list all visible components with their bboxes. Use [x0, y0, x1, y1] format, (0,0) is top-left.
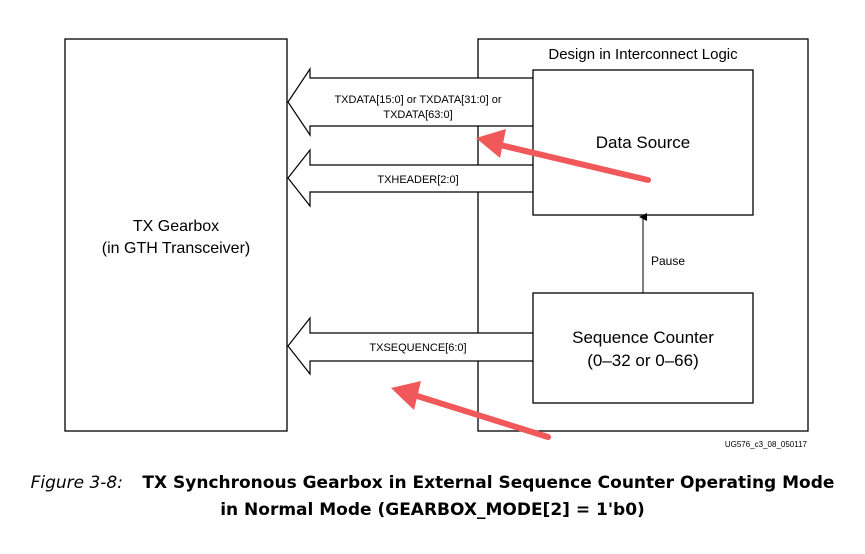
tx-gearbox-title: TX Gearbox — [133, 218, 219, 235]
txdata-label-line2: TXDATA[63:0] — [383, 109, 452, 121]
data-source-label: Data Source — [596, 133, 691, 152]
pause-label: Pause — [651, 254, 685, 268]
txsequence-bus-arrow — [287, 316, 533, 376]
figure-title-line2: in Normal Mode (GEARBOX_MODE[2] = 1'b0) — [220, 500, 645, 520]
figure-label: Figure 3-8: — [30, 473, 123, 493]
interconnect-logic-title: Design in Interconnect Logic — [548, 46, 738, 63]
data-source-block — [532, 69, 754, 216]
txheader-label: TXHEADER[2:0] — [377, 174, 458, 186]
annotation-arrow-txsequence — [391, 381, 551, 440]
figure-id: UG576_c3_08_050117 — [725, 440, 808, 449]
tx-gearbox-block — [64, 38, 288, 432]
figure-caption: Figure 3-8: TX Synchronous Gearbox in Ex… — [0, 470, 865, 524]
caption-line-2: in Normal Mode (GEARBOX_MODE[2] = 1'b0) — [0, 497, 865, 524]
sequence-counter-block — [532, 292, 754, 404]
txheader-bus-arrow — [287, 148, 533, 208]
txsequence-label: TXSEQUENCE[6:0] — [369, 342, 466, 354]
sequence-counter-label: Sequence Counter — [572, 328, 714, 347]
txdata-bus-arrow — [287, 67, 533, 137]
annotation-arrow-txdata — [476, 129, 651, 183]
tx-gearbox-subtitle: (in GTH Transceiver) — [102, 240, 250, 257]
gearbox-diagram: TX Gearbox (in GTH Transceiver) Design i… — [64, 38, 809, 449]
caption-line-1: Figure 3-8: TX Synchronous Gearbox in Ex… — [0, 470, 865, 497]
txdata-label-line1: TXDATA[15:0] or TXDATA[31:0] or — [334, 94, 501, 106]
figure-title-line1: TX Synchronous Gearbox in External Seque… — [142, 473, 835, 493]
sequence-counter-range: (0–32 or 0–66) — [587, 351, 699, 370]
